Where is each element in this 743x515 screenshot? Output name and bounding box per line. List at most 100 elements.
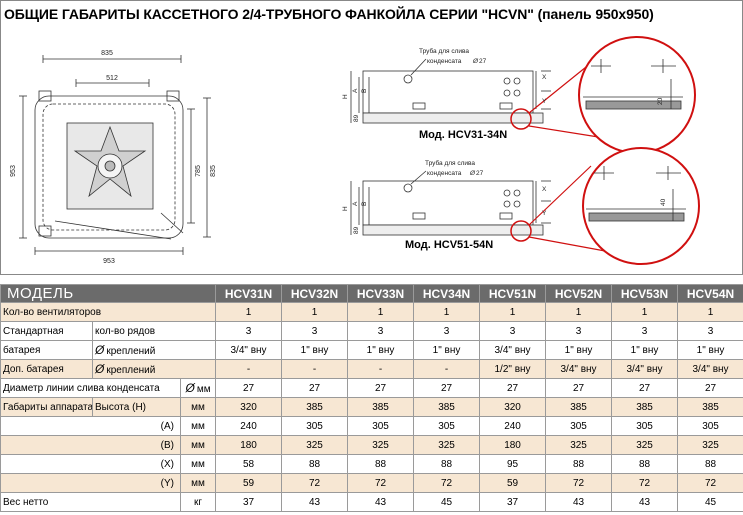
- cell: 43: [611, 492, 679, 512]
- cell: 72: [347, 473, 415, 493]
- cell: 325: [545, 435, 613, 455]
- cell: 385: [611, 397, 679, 417]
- cell: 88: [611, 454, 679, 474]
- row-label-y: (Y): [0, 473, 181, 493]
- cell: 385: [281, 397, 349, 417]
- cell: 320: [479, 397, 547, 417]
- detail-circle-bottom: 40: [582, 147, 700, 265]
- cell: 305: [545, 416, 613, 436]
- page-title: ОБЩИЕ ГАБАРИТЫ КАССЕТНОГО 2/4-ТРУБНОГО Ф…: [4, 6, 654, 22]
- unit-cell: мм: [179, 416, 217, 436]
- label-x-top: X: [542, 74, 547, 81]
- cell: 325: [281, 435, 349, 455]
- cell: 3: [677, 321, 743, 341]
- cell: 1: [545, 302, 613, 322]
- cell: 240: [479, 416, 547, 436]
- detail-top-20: 20: [657, 97, 664, 105]
- cell: 45: [677, 492, 743, 512]
- model-label-bottom: Мод. HCV51-54N: [405, 239, 494, 251]
- label-89-bottom: 89: [353, 226, 360, 234]
- cell: 1" вну: [611, 340, 679, 360]
- side-view-top-drawing: [350, 58, 612, 140]
- row-sub-height: Высота (H): [92, 397, 181, 417]
- technical-drawing: 835 512 953 953 785 835: [10, 36, 700, 265]
- top-view-labels: 835 512 953 953 785 835: [10, 50, 217, 265]
- cell: 27: [545, 378, 613, 398]
- header-model-2: HCV32N: [281, 284, 349, 303]
- table-row: (A) мм 240 305 305 305 240 305 305 305: [0, 416, 743, 436]
- cell: 43: [545, 492, 613, 512]
- cell: 72: [413, 473, 481, 493]
- cell: 1: [347, 302, 415, 322]
- drain-dia-bottom: 27: [476, 170, 484, 177]
- row-label-fans: Кол-во вентиляторов: [0, 302, 217, 322]
- cell: 240: [215, 416, 283, 436]
- row-label-extra-battery: Доп. батарея: [0, 359, 93, 379]
- cell: 43: [281, 492, 349, 512]
- cell: 385: [677, 397, 743, 417]
- table-row: (X) мм 58 88 88 88 95 88 88 88: [0, 454, 743, 474]
- unit-cell: кг: [179, 492, 217, 512]
- table-row: Вес нетто кг 37 43 43 45 37 43 43 45: [0, 492, 743, 512]
- cell: 37: [479, 492, 547, 512]
- label-a-bottom: A: [352, 201, 359, 206]
- header-model-3: HCV33N: [347, 284, 415, 303]
- cell: 72: [677, 473, 743, 493]
- header-model-4: HCV34N: [413, 284, 481, 303]
- table-row: Габариты аппарата Высота (H) мм 320 385 …: [0, 397, 743, 417]
- drain-label-top-1: Труба для слива: [419, 47, 469, 55]
- unit-cell: мм: [179, 473, 217, 493]
- label-x-bottom: X: [542, 186, 547, 193]
- diameter-icon: Ø: [95, 362, 105, 376]
- cell: 1" вну: [413, 340, 481, 360]
- cell: 88: [545, 454, 613, 474]
- cell: 1: [281, 302, 349, 322]
- cell: 3/4" вну: [215, 340, 283, 360]
- cell: 3/4" вну: [479, 340, 547, 360]
- row-sub-fittings-text: креплений: [106, 346, 156, 357]
- cell: 72: [611, 473, 679, 493]
- cell: 1" вну: [347, 340, 415, 360]
- model-label-top: Мод. HCV31-34N: [419, 129, 508, 141]
- drain-dia-symbol-top: Ø: [472, 58, 479, 65]
- cell: -: [413, 359, 481, 379]
- dim-right-inner: 785: [195, 165, 202, 177]
- cell: 1: [611, 302, 679, 322]
- side-view-bottom-drawing: [350, 165, 617, 254]
- cell: 27: [281, 378, 349, 398]
- row-label-drain: Диаметр линии слива конденсата: [0, 378, 181, 398]
- dim-left-height: 953: [10, 165, 17, 177]
- row-label-a: (A): [0, 416, 181, 436]
- cell: 1/2" вну: [479, 359, 547, 379]
- header-model-1: HCV31N: [215, 284, 283, 303]
- drain-label-top-2: конденсата: [427, 58, 462, 65]
- cell: 27: [413, 378, 481, 398]
- cell: 1" вну: [281, 340, 349, 360]
- cell: 1: [413, 302, 481, 322]
- cell: 3: [347, 321, 415, 341]
- cell: 1: [215, 302, 283, 322]
- cell: 45: [413, 492, 481, 512]
- label-y-top: Y: [542, 98, 547, 105]
- spec-table: МОДЕЛЬ HCV31N HCV32N HCV33N HCV34N HCV51…: [0, 284, 743, 512]
- cell: 3: [611, 321, 679, 341]
- cell: 3: [281, 321, 349, 341]
- cell: 1" вну: [677, 340, 743, 360]
- cell: 325: [347, 435, 415, 455]
- cell: 88: [281, 454, 349, 474]
- drain-label-bottom-2: конденсата: [427, 170, 462, 177]
- cell: 3: [545, 321, 613, 341]
- cell: 385: [545, 397, 613, 417]
- label-a-top: A: [352, 88, 359, 93]
- row-label-battery: батарея: [0, 340, 93, 360]
- cell: 88: [347, 454, 415, 474]
- header-model-6: HCV52N: [545, 284, 613, 303]
- label-89-top: 89: [353, 114, 360, 122]
- top-view-drawing: [19, 55, 211, 255]
- drawing-panel: 835 512 953 953 785 835: [0, 0, 743, 275]
- label-h-top: H: [342, 94, 349, 99]
- drain-dia-symbol-bottom: Ø: [469, 170, 476, 177]
